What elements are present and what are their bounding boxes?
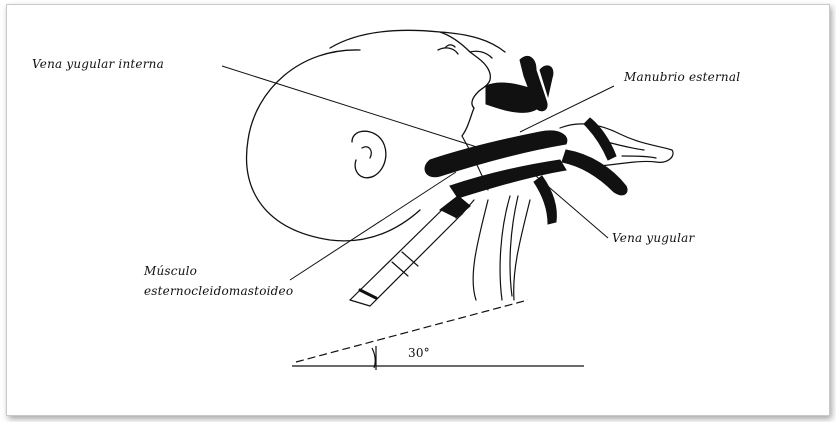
label-esternocleidomastoideo: esternocleidomastoideo: [144, 284, 293, 298]
label-vena-yugular: Vena yugular: [612, 231, 694, 245]
label-angle: 30°: [408, 346, 430, 360]
leader-vena-yugular-interna: [222, 66, 480, 148]
label-musculo: Músculo: [144, 264, 197, 278]
leader-lines: [222, 66, 614, 280]
vessel-branch-down: [534, 176, 556, 224]
scalp-line: [330, 30, 505, 52]
syringe: [350, 196, 474, 306]
label-manubrio-esternal: Manubrio esternal: [624, 70, 740, 84]
angle-arc: [372, 348, 375, 368]
face-profile: [440, 32, 490, 108]
angle-indicator: [292, 300, 584, 370]
catheter-tube: [514, 200, 530, 300]
eye: [438, 48, 458, 54]
clavicle-vessel: [562, 150, 627, 195]
leader-musculo: [290, 172, 456, 280]
jaw-line: [462, 108, 474, 136]
label-vena-yugular-interna: Vena yugular interna: [32, 57, 164, 71]
ear: [352, 131, 386, 178]
